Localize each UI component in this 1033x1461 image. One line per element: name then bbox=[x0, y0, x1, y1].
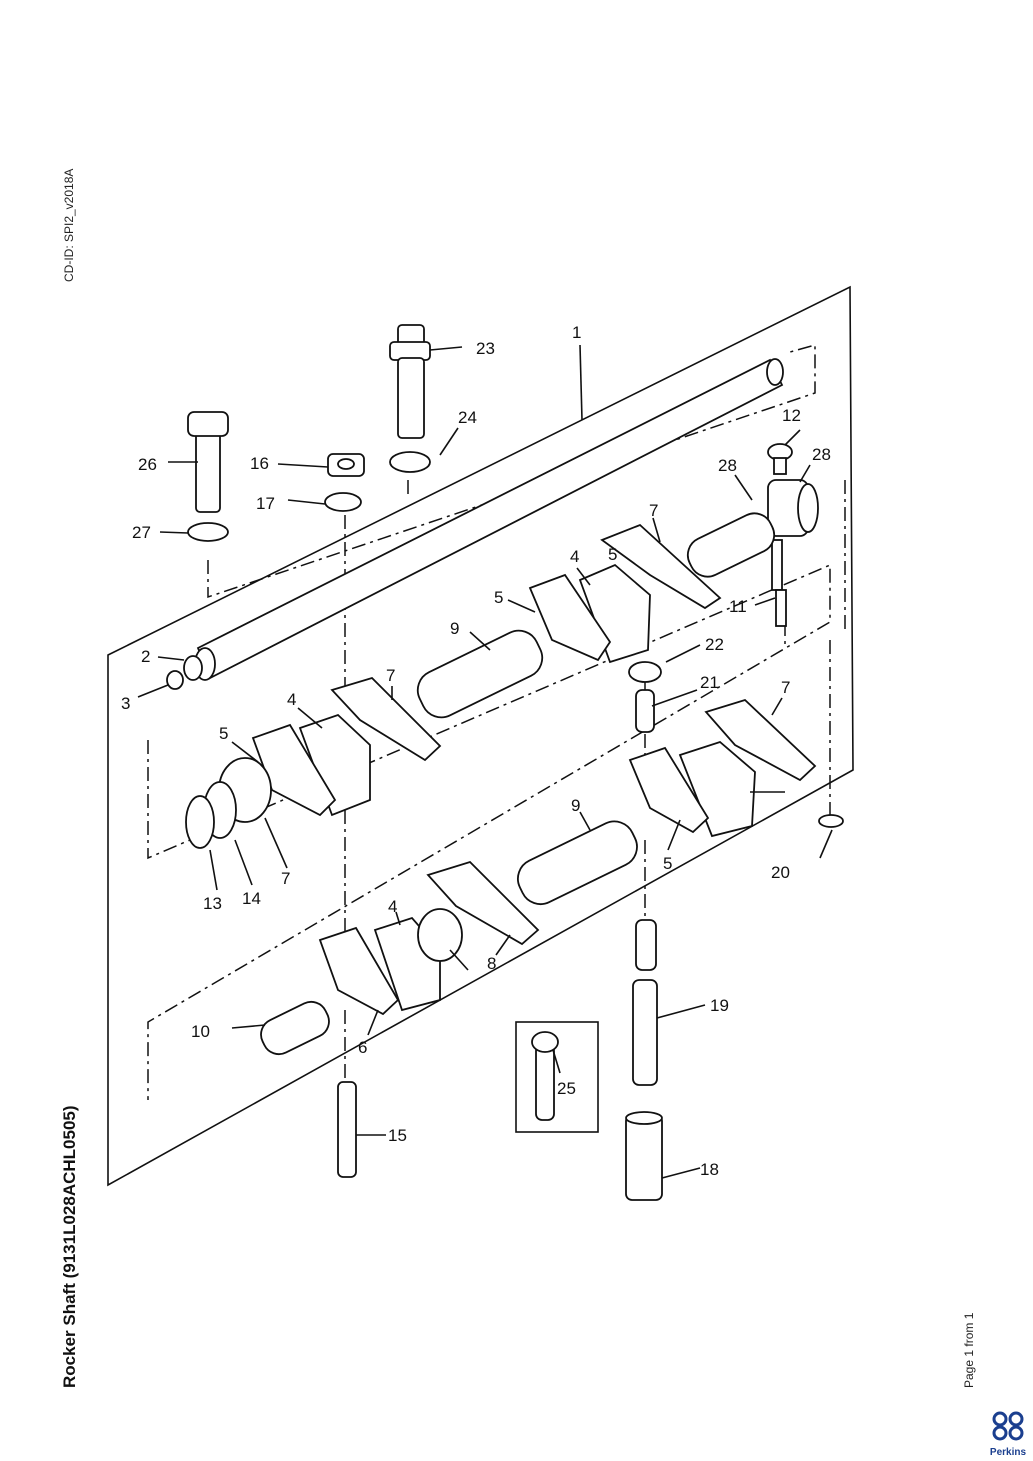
callout-number: 28 bbox=[718, 456, 737, 475]
bracket-28-part bbox=[767, 479, 819, 537]
cup-part bbox=[635, 919, 657, 971]
callout-number: 12 bbox=[782, 406, 801, 425]
callout-number: 17 bbox=[256, 494, 275, 513]
callout-number: 21 bbox=[700, 673, 719, 692]
callout-number: 22 bbox=[705, 635, 724, 654]
callout-number: 13 bbox=[203, 894, 222, 913]
bolt-25-part bbox=[531, 1031, 559, 1121]
callout-number: 7 bbox=[281, 869, 290, 888]
callout-number: 14 bbox=[242, 889, 261, 908]
adjuster-21-part bbox=[635, 689, 655, 733]
callout-number: 4 bbox=[388, 897, 397, 916]
callout-number: 9 bbox=[450, 619, 459, 638]
callout-number: 11 bbox=[729, 597, 747, 616]
tappet-18-part bbox=[625, 1111, 663, 1201]
callout-number: 5 bbox=[219, 724, 228, 743]
callout-number: 1 bbox=[572, 323, 581, 342]
washer-17-part bbox=[324, 492, 362, 512]
callout-number: 10 bbox=[191, 1022, 210, 1041]
callout-number: 7 bbox=[781, 678, 790, 697]
callout-number: 5 bbox=[608, 545, 617, 564]
washer-27-part bbox=[187, 522, 229, 542]
rocker-support-part bbox=[251, 563, 756, 1016]
spring-part bbox=[260, 512, 776, 1056]
stud-23-part bbox=[389, 324, 431, 439]
spacer-8-part bbox=[417, 908, 463, 962]
callout-number: 7 bbox=[649, 501, 658, 520]
washer-20-part bbox=[818, 814, 844, 828]
callout-leaders bbox=[137, 344, 833, 1179]
callout-number: 9 bbox=[571, 796, 580, 815]
callout-number: 19 bbox=[710, 996, 729, 1015]
nut-16-part bbox=[327, 453, 365, 477]
callout-number: 4 bbox=[287, 690, 296, 709]
plug-part bbox=[183, 655, 203, 681]
circlip-13-part bbox=[185, 795, 215, 849]
callout-number: 25 bbox=[557, 1079, 576, 1098]
pipe-11-part bbox=[771, 539, 787, 627]
callout-number: 2 bbox=[141, 647, 150, 666]
rocker-lever-part bbox=[330, 523, 817, 946]
callout-number: 6 bbox=[358, 1038, 367, 1057]
stud-15-part bbox=[337, 1081, 357, 1178]
inset-box bbox=[515, 1021, 599, 1133]
callout-number: 23 bbox=[476, 339, 495, 358]
callout-number: 27 bbox=[132, 523, 151, 542]
callout-number: 4 bbox=[570, 547, 579, 566]
callout-number: 7 bbox=[386, 666, 395, 685]
callout-number: 3 bbox=[121, 694, 130, 713]
callout-number: 16 bbox=[250, 454, 269, 473]
callout-number: 5 bbox=[494, 588, 503, 607]
push-rod-19-part bbox=[632, 979, 658, 1086]
callout-number: 26 bbox=[138, 455, 157, 474]
callout-number: 8 bbox=[487, 954, 496, 973]
callout-number: 28 bbox=[812, 445, 831, 464]
plug-small-part bbox=[166, 670, 184, 690]
callout-number: 20 bbox=[771, 863, 790, 882]
callout-number: 15 bbox=[388, 1126, 407, 1145]
screw-12-part bbox=[767, 443, 793, 475]
perkins-logo-icon bbox=[992, 1411, 1024, 1441]
bolt-26-part bbox=[187, 411, 229, 513]
washer-24-part bbox=[389, 451, 431, 473]
rocker-shaft-part bbox=[194, 358, 784, 681]
assembly-frame bbox=[107, 285, 854, 1187]
callout-number: 18 bbox=[700, 1160, 719, 1179]
brand-logo: Perkins bbox=[988, 1410, 1028, 1458]
washer-22-part bbox=[628, 661, 662, 683]
callout-number: 5 bbox=[663, 854, 672, 873]
brand-name: Perkins bbox=[989, 1447, 1027, 1458]
callout-number: 24 bbox=[458, 408, 477, 427]
